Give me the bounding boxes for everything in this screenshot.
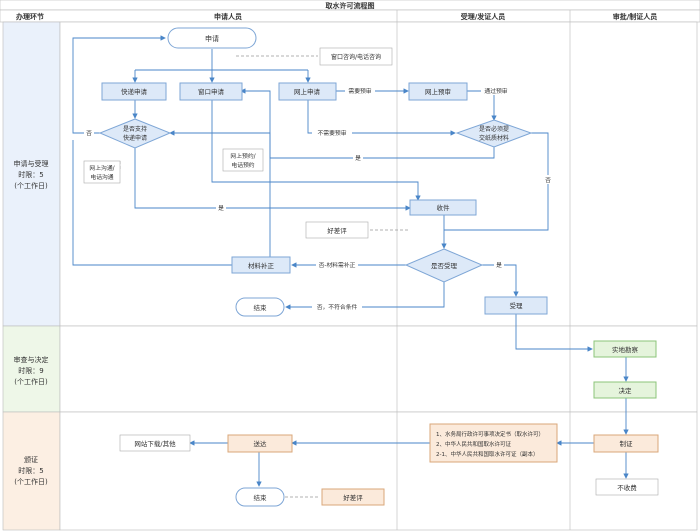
node-online-label: 网上申请 [294, 87, 321, 96]
lane-1-name: 申请与受理 [14, 159, 49, 168]
node-docs-line2: 2、中华人民共和国取水许可证 [436, 440, 512, 448]
node-deliver [227, 434, 293, 453]
lane-2-unit: (个工作日) [14, 377, 48, 386]
node-good-review-1-label: 好差评 [327, 226, 347, 235]
node-online-book-line1: 网上预约/ [230, 152, 255, 160]
node-download [119, 434, 191, 452]
edge-no-prereview: 不需要预审 [318, 129, 347, 137]
node-docs-line1: 1、水务局行政许可事项决定书（取水许可） [436, 430, 544, 438]
lane-2-limit: 时限：9 [18, 366, 43, 375]
header-approver: 审批/制证人员 [613, 12, 658, 21]
lane-1-unit: (个工作日) [14, 181, 48, 190]
edge-not-qualified: 否，不符合条件 [317, 303, 358, 311]
node-apply-label: 申请 [205, 34, 219, 43]
node-no-fee-label: 不收费 [617, 483, 637, 492]
node-accept-question-label: 是否受理 [431, 261, 458, 270]
header-stage: 办理环节 [16, 12, 44, 21]
node-prereview [408, 82, 468, 101]
lane-cell-1 [2, 21, 61, 327]
lane-2-name: 审查与决定 [14, 355, 49, 364]
edge-yes-must-submit: 是 [355, 155, 361, 162]
node-supplement [231, 256, 291, 274]
node-support-express-line1: 是否支持 [123, 125, 147, 133]
node-online-book-line2: 电话预约 [231, 161, 254, 169]
node-online-book [222, 148, 264, 172]
node-good-review-2-label: 好差评 [343, 493, 363, 502]
node-receive [409, 199, 477, 216]
node-docs-line3: 2-1、中华人民共和国取水许可证（副本） [436, 450, 539, 458]
node-docs [429, 423, 558, 463]
node-prereview-label: 网上预审 [425, 87, 451, 96]
edge-need-supplement: 否-材料需补正 [319, 261, 356, 269]
node-support-express [98, 118, 172, 149]
node-online-comm-line2: 电话沟通 [90, 173, 113, 181]
page-title: 取水许可流程图 [326, 1, 375, 10]
node-consult [319, 47, 393, 66]
header-handler: 受理/发证人员 [461, 12, 506, 21]
edge-no-must-submit: 否 [545, 177, 551, 184]
node-inspect [593, 340, 657, 358]
lane-3-unit: (个工作日) [14, 477, 48, 486]
lane-3-name: 颁证 [24, 455, 38, 464]
node-make-cert [593, 434, 659, 453]
node-decide [593, 381, 657, 399]
edge-need-prereview: 需要预审 [348, 87, 371, 95]
node-good-review-1 [305, 221, 369, 239]
node-accept-label: 受理 [510, 301, 524, 310]
lane-1-limit: 时限：5 [18, 170, 43, 179]
node-no-fee [595, 478, 659, 496]
node-online [278, 82, 337, 101]
node-end-2 [235, 487, 285, 507]
node-online-comm-line1: 网上沟通/ [89, 164, 114, 172]
node-end-1 [235, 297, 285, 317]
node-inspect-label: 实地勘察 [612, 345, 639, 354]
lane-3-limit: 时限：5 [18, 466, 43, 475]
node-accept-question [404, 248, 484, 283]
edge-yes-support: 是 [218, 205, 224, 212]
node-apply [167, 27, 257, 49]
edge-pass-prereview: 通过预审 [484, 87, 507, 95]
node-receive-label: 收件 [437, 203, 451, 212]
node-accept [484, 296, 548, 315]
node-deliver-label: 送达 [254, 439, 268, 448]
node-decide-label: 决定 [619, 386, 633, 395]
node-must-submit-line2: 交纸质材料 [479, 134, 509, 142]
lane-cell-3 [2, 411, 61, 531]
node-must-submit-line1: 是否必须提 [479, 125, 509, 133]
node-window [179, 82, 243, 101]
node-express [101, 82, 167, 101]
node-make-cert-label: 制证 [620, 439, 634, 448]
node-end-2-label: 结束 [254, 493, 268, 502]
node-must-submit [455, 119, 533, 148]
node-supplement-label: 材料补正 [248, 261, 275, 270]
node-support-express-line2: 快递申请 [123, 134, 147, 142]
node-good-review-2 [321, 488, 385, 506]
edge-yes-accept: 是 [496, 262, 502, 269]
node-express-label: 快递申请 [121, 87, 148, 96]
node-download-label: 网站下载/其他 [134, 439, 176, 448]
node-consult-label: 窗口咨询/电话咨询 [331, 53, 381, 61]
node-online-comm [83, 160, 121, 184]
lane-cell-2 [2, 325, 61, 413]
node-end-1-label: 结束 [254, 303, 268, 312]
node-window-label: 窗口申请 [198, 87, 225, 96]
edge-no-support: 否 [86, 130, 92, 137]
header-applicant: 申请人员 [214, 12, 242, 21]
